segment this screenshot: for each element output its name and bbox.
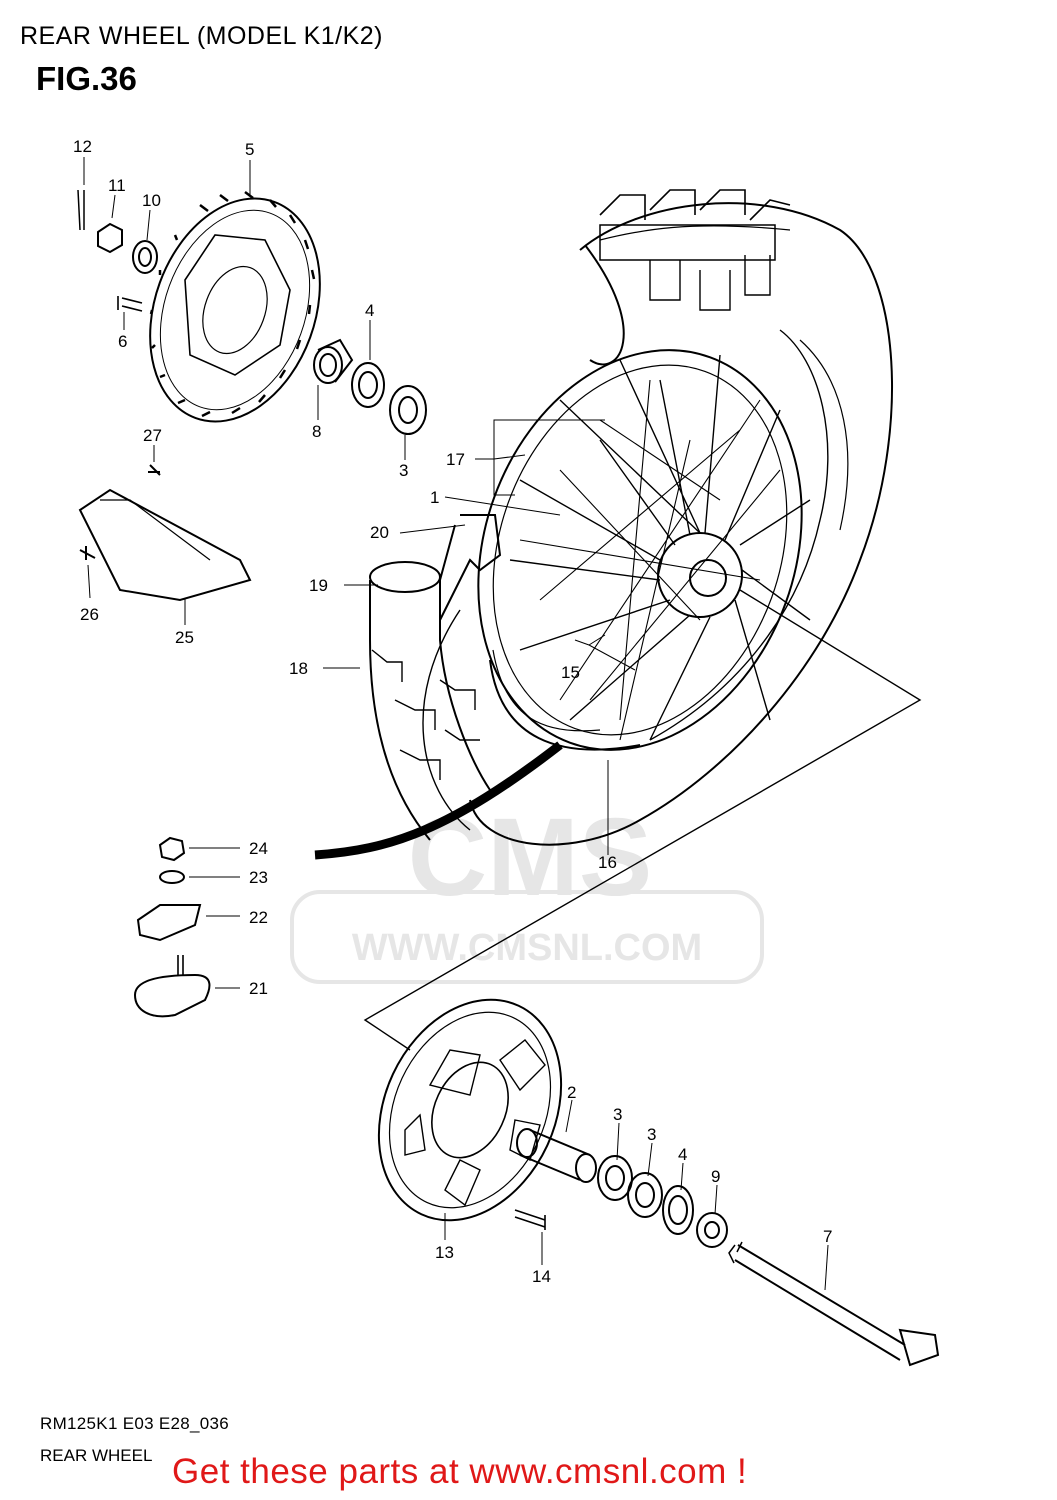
callout-23: 23 [249, 868, 268, 887]
rim-band-drawing [439, 514, 502, 621]
callout-15: 15 [561, 663, 580, 682]
callout-3-lower-a: 3 [613, 1105, 622, 1124]
callout-12: 12 [73, 137, 92, 156]
watermark-frame [290, 890, 764, 984]
callout-22: 22 [249, 908, 268, 927]
callout-14: 14 [532, 1267, 551, 1286]
figure-number: FIG.36 [36, 60, 137, 97]
callout-4-upper: 4 [365, 301, 374, 320]
chain-guide-drawing [78, 464, 252, 602]
exploded-boundary-line [363, 589, 922, 1051]
callout-5: 5 [245, 140, 254, 159]
callout-3-lower-b: 3 [647, 1125, 656, 1144]
callout-8: 8 [312, 422, 321, 441]
callout-16: 16 [598, 853, 617, 872]
callout-2: 2 [567, 1083, 576, 1102]
callout-3-upper: 3 [399, 461, 408, 480]
axle-indicator-stroke [314, 741, 563, 860]
sprocket-bolt-drawing [514, 1209, 546, 1230]
callout-26: 26 [80, 605, 99, 624]
rim-lock-set-drawing [133, 836, 211, 1018]
callout-13: 13 [435, 1243, 454, 1262]
leader-lines [83, 157, 829, 1291]
callout-1: 1 [430, 488, 439, 507]
callout-20: 20 [370, 523, 389, 542]
callout-24: 24 [249, 839, 268, 858]
brake-disc-drawing [149, 191, 321, 423]
rear-tire-drawing [422, 189, 893, 846]
hub-bearing-set-upper-drawing [313, 338, 427, 435]
callout-27: 27 [143, 426, 162, 445]
callout-21: 21 [249, 979, 268, 998]
axle-nut-and-pin-drawing [77, 189, 158, 312]
callout-6: 6 [118, 332, 127, 351]
diagram-section-name: REAR WHEEL [40, 1446, 153, 1465]
callout-7: 7 [823, 1227, 832, 1246]
inner-tube-drawing [369, 561, 491, 841]
watermark-url: WWW.CMSNL.COM [352, 927, 702, 969]
page-title: REAR WHEEL (MODEL K1/K2) [20, 22, 384, 50]
hub-bearing-set-lower-drawing [516, 1128, 940, 1367]
callout-25: 25 [175, 628, 194, 647]
callout-labels: 12 11 10 5 6 4 8 3 27 26 25 17 1 20 19 1… [73, 137, 832, 1286]
shop-link[interactable]: Get these parts at www.cmsnl.com ! [172, 1452, 748, 1491]
rear-sprocket-drawing [377, 998, 563, 1222]
callout-19: 19 [309, 576, 328, 595]
callout-9: 9 [711, 1167, 720, 1186]
callout-10: 10 [142, 191, 161, 210]
callout-18: 18 [289, 659, 308, 678]
drawing-lines [77, 157, 940, 1367]
callout-17: 17 [446, 450, 465, 469]
watermark: CMS WWW.CMSNL.COM [290, 796, 764, 984]
diagram-code: RM125K1 E03 E28_036 [40, 1414, 230, 1433]
callout-11: 11 [108, 176, 126, 195]
callout-4-lower: 4 [678, 1145, 687, 1164]
